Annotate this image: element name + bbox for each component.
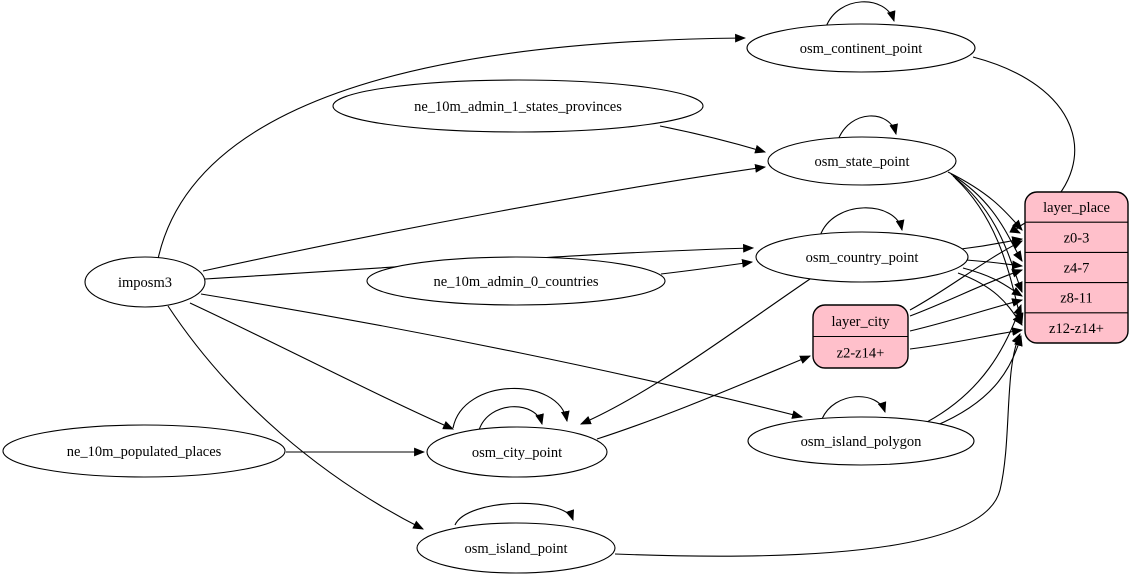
node-ellipse-ne_10m_admin_0_countries [366, 256, 666, 306]
node-ellipse-osm_island_point [416, 522, 616, 574]
edge-osm_country_point-to-layer_place-z4-7 [965, 259, 1024, 270]
record-box-layer_place [1024, 191, 1129, 344]
edge-ne_10m_admin_0_countries-to-osm_country_point [660, 259, 754, 275]
node-ellipse-ne_10m_admin_1_states_provinces [332, 79, 704, 133]
edge-osm_country_point-to-osm_country_point-self [819, 207, 905, 237]
node-osm_state_point: osm_state_point [767, 136, 957, 186]
node-imposm3: imposm3 [84, 256, 206, 308]
edge-osm_state_point-to-layer_place-z8-11 [952, 175, 1023, 294]
node-label-osm_country_point: osm_country_point [806, 250, 919, 266]
edge-osm_city_point-to-osm_city_point-self2 [452, 387, 570, 429]
node-ellipse-osm_city_point [426, 426, 608, 478]
node-ellipse-osm_country_point [755, 231, 969, 283]
edge-imposm3-to-osm_island_point [167, 305, 424, 530]
node-label-osm_continent_point: osm_continent_point [800, 41, 922, 57]
edge-osm_state_point-to-layer_place-z0-3 [947, 171, 1023, 231]
record-node-layer_city: layer_city z2-z14+ [812, 304, 909, 369]
edge-osm_state_point-to-layer_place-z4-7 [950, 173, 1023, 262]
edge-osm_city_point-to-layer_city-z2-z14+ [596, 355, 812, 440]
node-osm_continent_point: osm_continent_point [746, 23, 976, 73]
node-ellipse-imposm3 [84, 256, 206, 308]
edge-layer_city-to-layer_place-z12-z14+ [909, 327, 1024, 350]
node-label-osm_state_point: osm_state_point [814, 154, 909, 170]
edge-imposm3-to-osm_state_point [202, 164, 767, 272]
node-label-imposm3: imposm3 [118, 275, 172, 291]
node-label-osm_city_point: osm_city_point [472, 445, 562, 461]
node-ne_10m_admin_0_countries: ne_10m_admin_0_countries [366, 256, 666, 306]
record-title-layer_place: layer_place [1043, 200, 1110, 216]
node-label-ne_10m_populated_places: ne_10m_populated_places [67, 444, 222, 460]
record-title-layer_city: layer_city [832, 314, 891, 330]
edge-osm_country_point-to-osm_city_point [579, 278, 811, 425]
node-osm_island_polygon: osm_island_polygon [747, 416, 975, 466]
record-row-layer_city-z2-z14+: z2-z14+ [837, 345, 885, 361]
node-label-ne_10m_admin_1_states_provinces: ne_10m_admin_1_states_provinces [414, 99, 622, 115]
edge-ne_10m_admin_1_states_provinces-to-osm_state_point [659, 125, 767, 154]
node-ne_10m_populated_places: ne_10m_populated_places [2, 424, 286, 478]
record-row-layer_place-z4-7: z4-7 [1064, 261, 1090, 277]
node-label-osm_island_point: osm_island_point [464, 541, 567, 557]
edge-osm_continent_point-to-osm_continent_point-self [825, 1, 896, 28]
edge-osm_country_point-to-layer_place-z12-z14+ [957, 272, 1023, 326]
node-osm_city_point: osm_city_point [426, 426, 608, 478]
edge-osm_island_point-to-layer_place-z12-z14+ [614, 333, 1021, 557]
node-ne_10m_admin_1_states_provinces: ne_10m_admin_1_states_provinces [332, 79, 704, 133]
node-ellipse-osm_continent_point [746, 23, 976, 73]
edge-imposm3-to-osm_island_polygon [200, 293, 804, 419]
edge-layer_city-to-layer_place-z8-11 [909, 298, 1024, 332]
edge-osm_island_polygon-to-osm_island_polygon-self [821, 396, 887, 420]
record-node-layer_place: layer_place z0-3 z4-7 z8-11 z12-z14+ [1024, 191, 1129, 344]
node-ellipse-osm_state_point [767, 136, 957, 186]
node-osm_island_point: osm_island_point [416, 522, 616, 574]
node-ellipse-ne_10m_populated_places [2, 424, 286, 478]
record-row-layer_place-z12-z14+: z12-z14+ [1049, 321, 1104, 337]
edge-osm_island_polygon-to-layer_place-z12-z14+ [934, 334, 1023, 427]
node-label-ne_10m_admin_0_countries: ne_10m_admin_0_countries [433, 274, 598, 290]
edge-osm_country_point-to-layer_place-z0-3 [960, 236, 1024, 250]
edge-osm_island_polygon-to-layer_place-z8-11 [926, 303, 1022, 423]
record-row-layer_place-z0-3: z0-3 [1064, 230, 1090, 246]
edge-osm_country_point-to-layer_place-z8-11 [962, 267, 1023, 297]
edge-imposm3-to-osm_city_point [189, 302, 455, 430]
edge-osm_city_point-to-osm_city_point-self [478, 406, 544, 431]
node-label-osm_island_polygon: osm_island_polygon [801, 434, 923, 450]
node-osm_country_point: osm_country_point [755, 231, 969, 283]
edge-osm_state_point-to-osm_state_point-self [837, 115, 898, 141]
record-row-layer_place-z8-11: z8-11 [1060, 291, 1092, 307]
node-ellipse-osm_island_polygon [747, 416, 975, 466]
edge-layer_city-to-layer_place-z4-7 [909, 269, 1024, 317]
edge-imposm3-to-osm_continent_point [157, 33, 747, 260]
edge-layer_city-to-layer_place-z0-3 [909, 240, 1023, 311]
edge-osm_island_point-to-osm_island_point-self [454, 502, 575, 526]
